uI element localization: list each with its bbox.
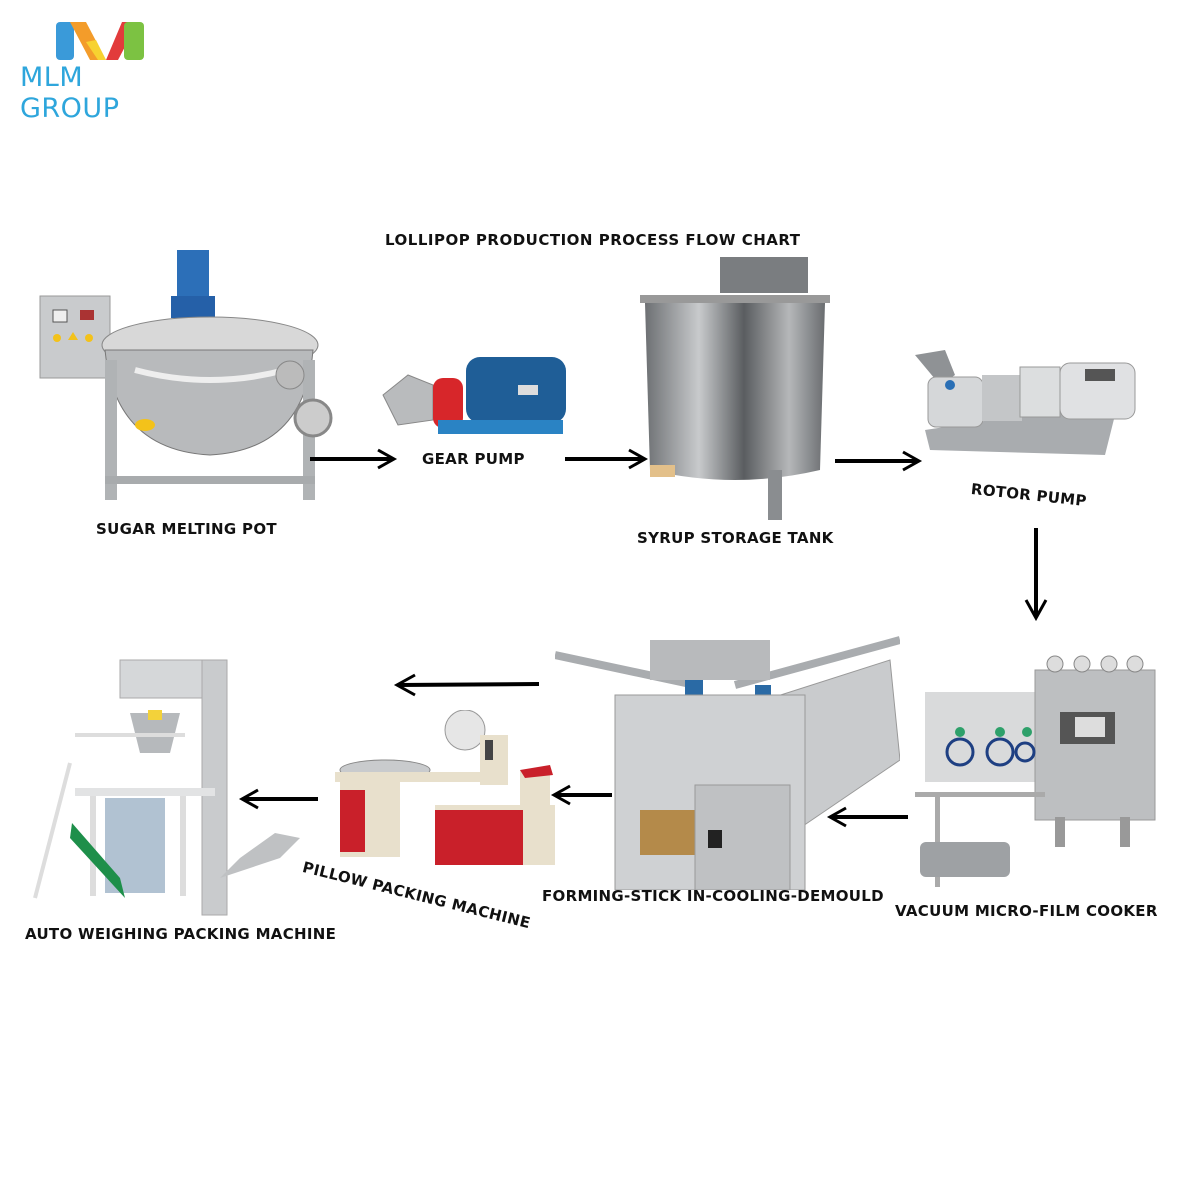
forming-cooling-demould-image bbox=[555, 625, 900, 890]
pillow-packing-machine-image bbox=[325, 710, 565, 880]
arrow-left-icon bbox=[826, 806, 908, 828]
step-label-forming-cooling-demould: FORMING-STICK IN-COOLING-DEMOULD bbox=[542, 887, 884, 905]
arrow-left-icon bbox=[393, 673, 540, 697]
arrow-left-icon bbox=[550, 784, 612, 806]
chart-title: LOLLIPOP PRODUCTION PROCESS FLOW CHART bbox=[385, 231, 801, 249]
step-label-vacuum-micro-film-cooker: VACUUM MICRO-FILM COOKER bbox=[895, 902, 1158, 920]
logo-text: MLM GROUP bbox=[20, 62, 120, 124]
auto-weighing-packing-machine-image bbox=[30, 658, 310, 918]
logo: MLM GROUP bbox=[20, 20, 190, 124]
gear-pump-image bbox=[378, 345, 578, 445]
vacuum-micro-film-cooker-image bbox=[905, 652, 1175, 892]
arrow-left-icon bbox=[238, 788, 318, 810]
step-label-sugar-melting-pot: SUGAR MELTING POT bbox=[96, 520, 277, 538]
step-label-syrup-storage-tank: SYRUP STORAGE TANK bbox=[637, 529, 834, 547]
arrow-right-icon bbox=[835, 450, 923, 472]
arrow-down-icon bbox=[1024, 528, 1048, 622]
rotor-pump-image bbox=[910, 345, 1150, 465]
mlm-logo-mark-icon bbox=[56, 22, 144, 60]
arrow-right-icon bbox=[310, 448, 398, 470]
sugar-melting-pot-image bbox=[35, 250, 335, 505]
step-label-gear-pump: GEAR PUMP bbox=[422, 450, 525, 468]
step-label-rotor-pump: ROTOR PUMP bbox=[970, 480, 1088, 511]
arrow-right-icon bbox=[565, 448, 648, 470]
step-label-auto-weighing-packing-machine: AUTO WEIGHING PACKING MACHINE bbox=[25, 925, 337, 943]
syrup-storage-tank-image bbox=[640, 255, 830, 525]
